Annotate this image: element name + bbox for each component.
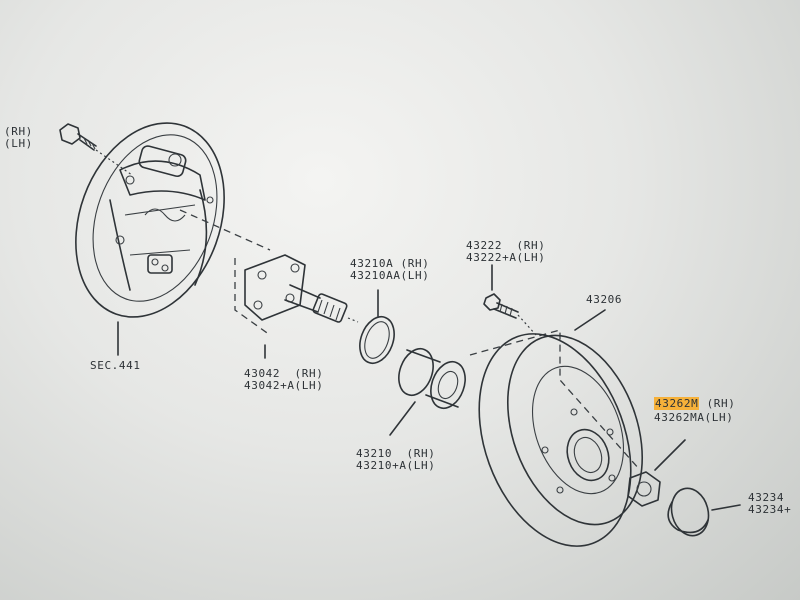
label-43210-rh: 43210 (RH) [356, 447, 436, 460]
snap-ring-43210a [359, 289, 395, 365]
backing-plate-assembly [75, 122, 225, 318]
label-43234-rh: 43234 [748, 491, 785, 504]
label-43042-lh: 43042+A(LH) [244, 379, 324, 392]
label-43222-lh: 43222+A(LH) [466, 251, 546, 264]
label-43234-lh: 43234+ [748, 503, 792, 516]
hub-nut-43262m [627, 439, 686, 507]
label-43262m-side: (RH) [699, 397, 736, 410]
label-43210a-rh: 43210A (RH) [350, 257, 430, 270]
label-43042-rh: 43042 (RH) [244, 367, 324, 380]
mounting-bolt [59, 123, 133, 176]
brake-drum-43206 [478, 309, 644, 547]
label-43222-rh: 43222 (RH) [466, 239, 546, 252]
spindle-43042 [244, 254, 359, 359]
label-sec-441: SEC.441 [90, 359, 141, 372]
label-43262ma-lh: 43262MA(LH) [654, 411, 734, 424]
label-43210-lh: 43210+A(LH) [356, 459, 436, 472]
label-43262m-rh: 43262M (RH) [654, 397, 736, 410]
hub-bolt-43222 [483, 264, 537, 336]
label-backing-plate-lh: (LH) [4, 137, 33, 150]
label-43206: 43206 [586, 293, 623, 306]
label-43210a-lh: 43210AA(LH) [350, 269, 430, 282]
highlighted-part-code: 43262M [654, 397, 700, 410]
grease-cap-43234 [667, 487, 741, 537]
wheel-bearing-43210 [389, 347, 466, 436]
label-backing-plate-rh: (RH) [4, 125, 33, 138]
